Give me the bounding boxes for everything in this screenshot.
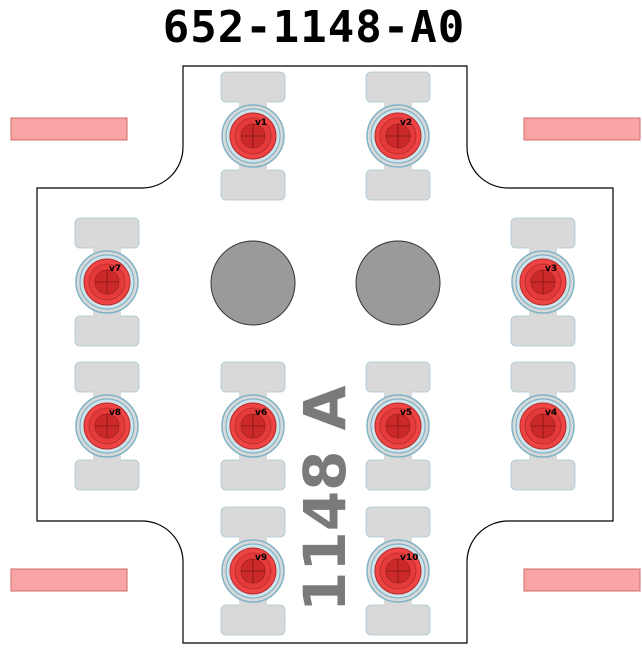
mounting-hole-right	[355, 240, 441, 326]
valve-pad-bottom	[220, 604, 286, 636]
edge-tab-top-left	[10, 117, 128, 141]
edge-tab-top-right	[523, 117, 641, 141]
valve-pad-top	[365, 506, 431, 538]
board-outline	[36, 65, 614, 644]
edge-tab-bottom-left	[10, 568, 128, 592]
valve-pad-bottom	[365, 604, 431, 636]
valve-pad-bottom	[365, 169, 431, 201]
edge-tab-bottom-right	[523, 568, 641, 592]
valve-pad-bottom	[74, 459, 140, 491]
valve-v9: v9	[220, 506, 286, 636]
valve-pad-bottom	[510, 315, 576, 347]
valve-label: v2	[400, 118, 412, 128]
valve-pad-top	[510, 361, 576, 393]
valve-v8: v8	[74, 361, 140, 491]
side-marking: 1148 A	[291, 385, 359, 612]
valve-label: v7	[109, 264, 121, 274]
valve-pad-top	[220, 71, 286, 103]
valve-pad-top	[365, 71, 431, 103]
valves-layer: v1 v2 v3 v4 v5 v6 v7 v8 v9 v10	[74, 71, 576, 636]
valve-pad-bottom	[220, 459, 286, 491]
valve-label: v10	[400, 553, 418, 563]
valve-pad-bottom	[365, 459, 431, 491]
valve-v5: v5	[365, 361, 431, 491]
mounting-hole-left	[210, 240, 296, 326]
valve-v6: v6	[220, 361, 286, 491]
valve-pad-top	[220, 361, 286, 393]
valve-pad-bottom	[220, 169, 286, 201]
valve-v3: v3	[510, 217, 576, 347]
valve-pad-top	[220, 506, 286, 538]
valve-pad-top	[365, 361, 431, 393]
valve-label: v4	[545, 408, 557, 418]
valve-label: v3	[545, 264, 557, 274]
valve-v10: v10	[365, 506, 431, 636]
valve-v1: v1	[220, 71, 286, 201]
valve-pad-top	[74, 361, 140, 393]
valve-label: v5	[400, 408, 412, 418]
valve-pad-top	[74, 217, 140, 249]
valve-label: v6	[255, 408, 267, 418]
part-number-title: 652-1148-A0	[162, 2, 466, 53]
edge-tabs	[10, 117, 641, 592]
valve-v4: v4	[510, 361, 576, 491]
valve-pad-top	[510, 217, 576, 249]
valve-label: v8	[109, 408, 121, 418]
valve-label: v9	[255, 553, 267, 563]
valve-label: v1	[255, 118, 267, 128]
valve-pad-bottom	[74, 315, 140, 347]
valve-v7: v7	[74, 217, 140, 347]
valve-pad-bottom	[510, 459, 576, 491]
valve-v2: v2	[365, 71, 431, 201]
